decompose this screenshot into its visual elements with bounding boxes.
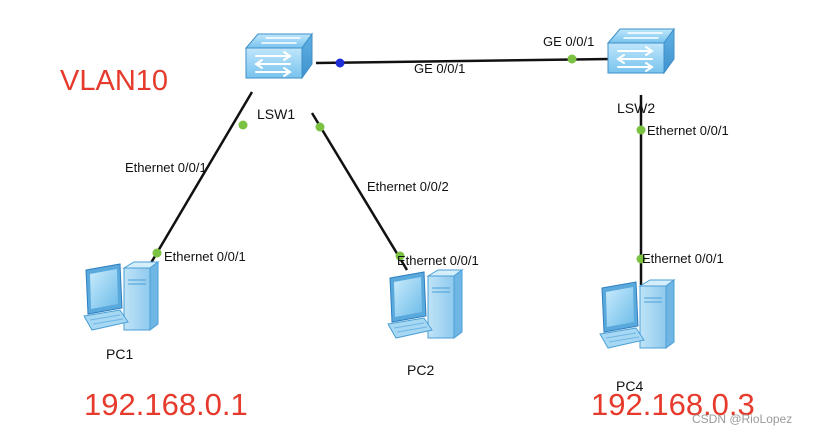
watermark: CSDN @RioLopez	[692, 412, 792, 426]
link-lsw1-lsw2	[315, 57, 611, 65]
ip-annotation-pc1: 192.168.0.1	[84, 387, 248, 422]
port-dot-pc1	[152, 248, 162, 258]
port-label-pc4: Ethernet 0/0/1	[642, 251, 724, 266]
device-label-pc2: PC2	[407, 362, 434, 378]
port-label-pc1: Ethernet 0/0/1	[164, 249, 246, 264]
device-label-lsw1: LSW1	[257, 106, 295, 122]
port-dot-pc2	[395, 251, 405, 261]
port-label-lsw2-pc4: Ethernet 0/0/1	[647, 123, 729, 138]
port-dot-lsw1-pc1	[238, 120, 248, 130]
vlan-annotation: VLAN10	[60, 65, 168, 97]
port-dot-lsw1-ge	[335, 58, 345, 68]
port-label-pc2: Ethernet 0/0/1	[397, 253, 479, 268]
link-lsw1-pc1	[146, 91, 254, 269]
port-dot-lsw2-pc4	[636, 125, 646, 135]
port-label-lsw2-ge: GE 0/0/1	[543, 34, 594, 49]
port-label-lsw1-pc1: Ethernet 0/0/1	[125, 160, 207, 175]
pc4-icon[interactable]	[599, 279, 675, 349]
switch-lsw2-icon[interactable]	[607, 28, 675, 74]
ip-annotation-pc4: 192.168.0.3	[591, 387, 755, 422]
link-lsw1-pc2	[310, 112, 409, 271]
device-label-lsw2: LSW2	[617, 100, 655, 116]
switch-lsw1-icon[interactable]	[245, 33, 313, 79]
port-dot-lsw1-pc2	[315, 122, 325, 132]
port-label-lsw1-ge: GE 0/0/1	[414, 61, 465, 76]
port-dot-lsw2-ge	[567, 54, 577, 64]
pc1-icon[interactable]	[83, 261, 159, 331]
port-label-lsw1-pc2: Ethernet 0/0/2	[367, 179, 449, 194]
pc2-icon[interactable]	[387, 269, 463, 339]
device-label-pc1: PC1	[106, 346, 133, 362]
device-label-pc4: PC4	[616, 378, 643, 394]
port-dot-pc4	[636, 254, 646, 264]
